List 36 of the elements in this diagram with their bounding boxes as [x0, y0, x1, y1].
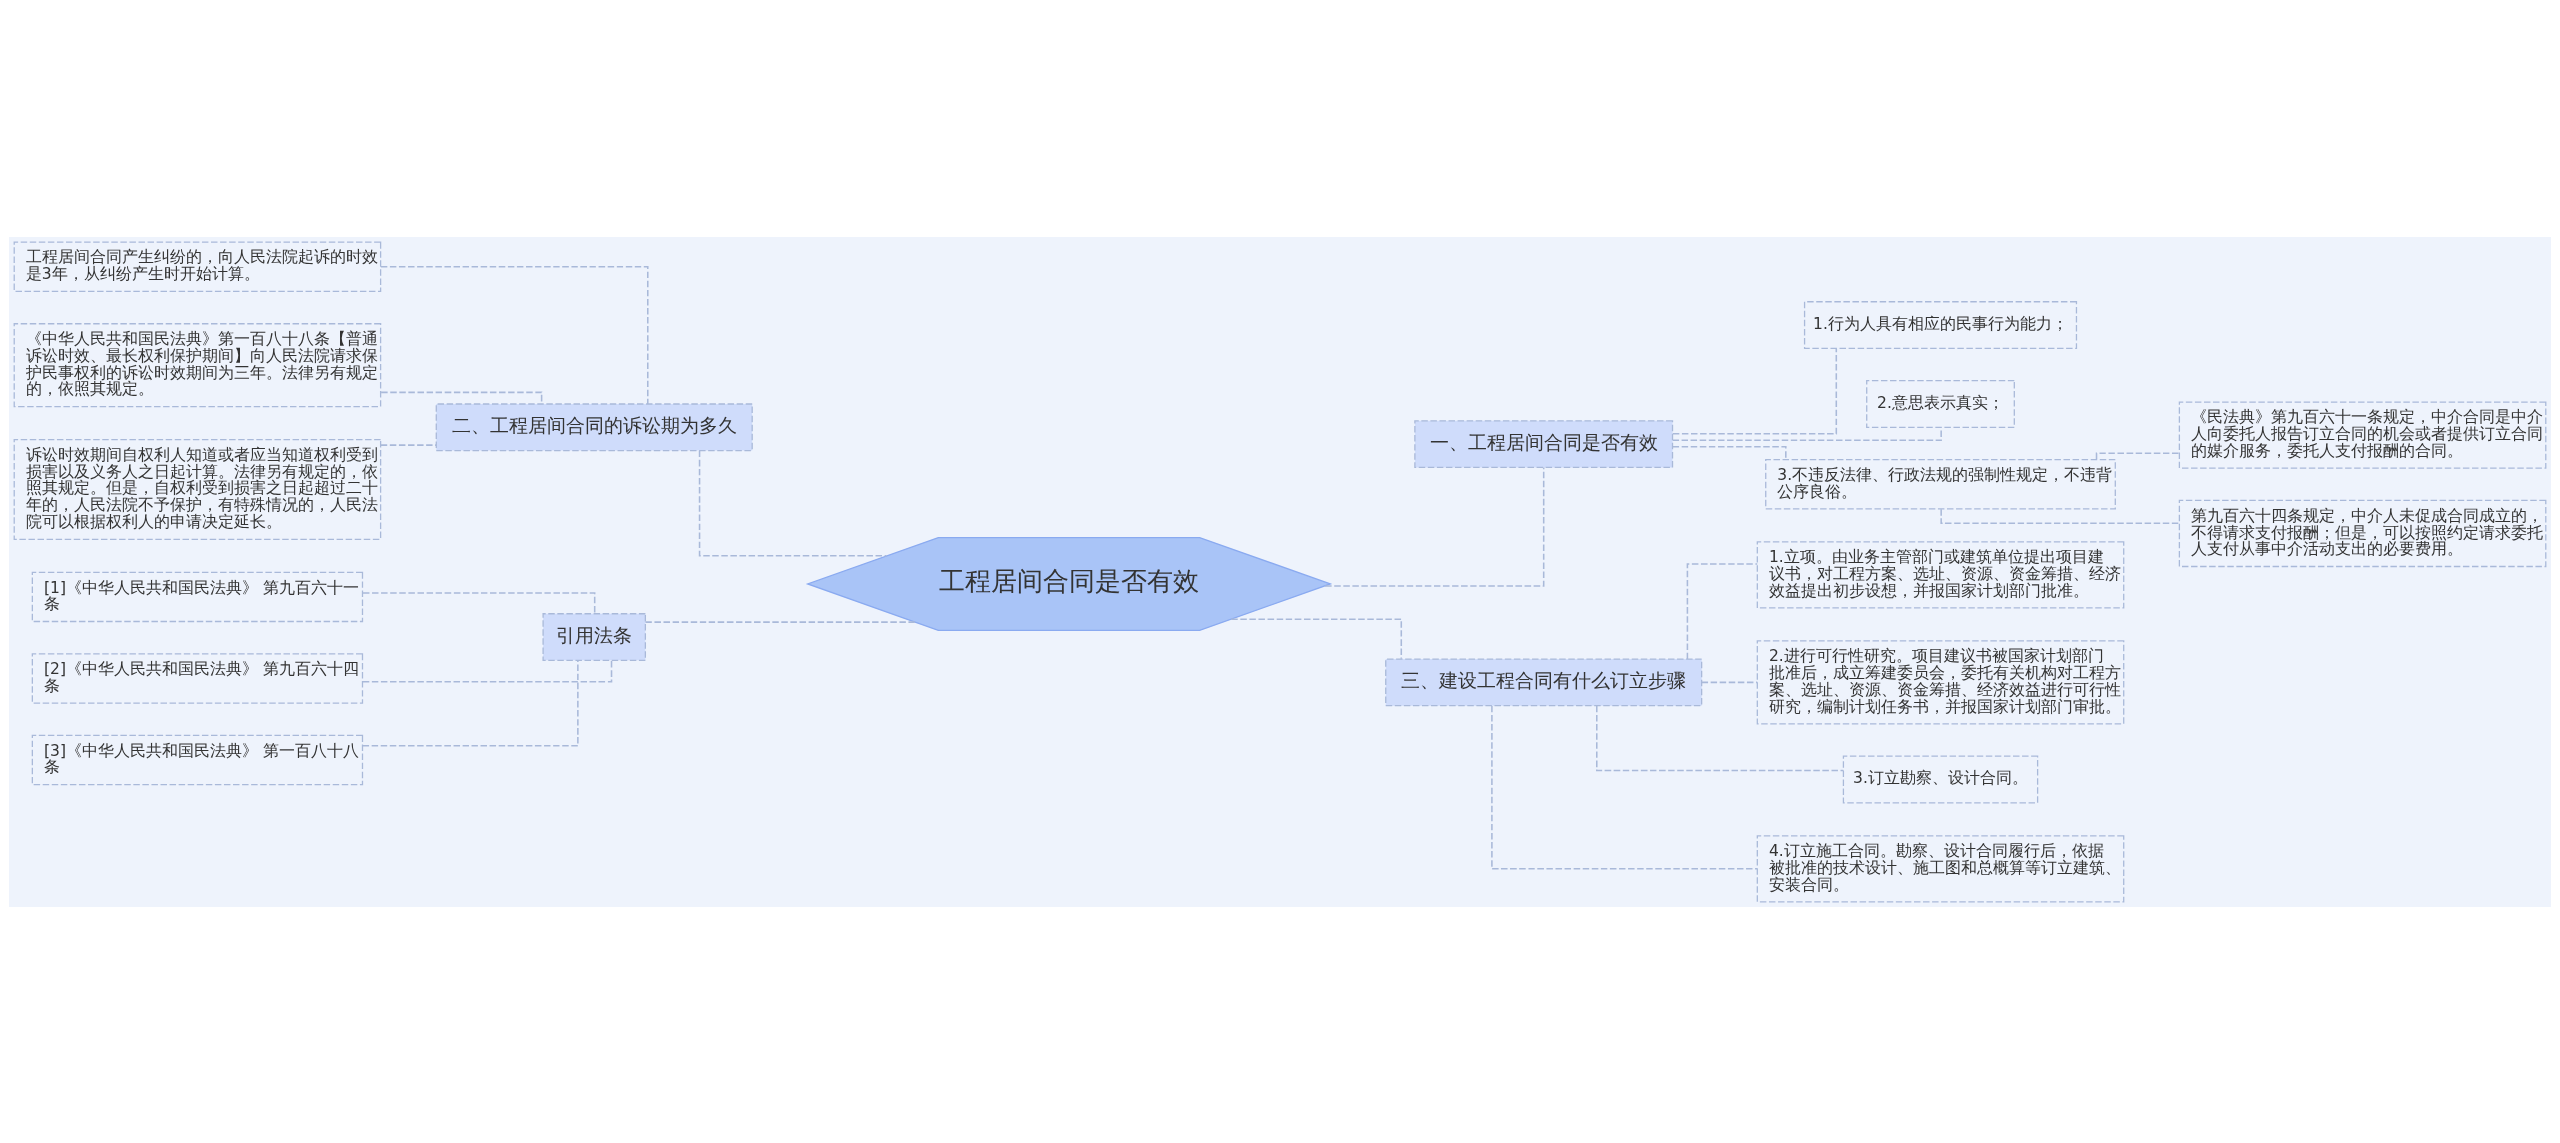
- node-box: 诉讼时效期间自权利人知道或者应当知道权利受到损害以及义务人之日起计算。法律另有规定的，依照其规定。但是，自权利受到损害之日起超过二十年的，人民法院不予保护，有特殊情况的，人民法院可以根据权利人的申请决定延长。: [13, 438, 382, 540]
- node-box: 一、工程居间合同是否有效: [1414, 419, 1674, 468]
- connector: [380, 265, 649, 405]
- connector: [361, 659, 579, 747]
- connector: [1324, 466, 1545, 587]
- connector: [644, 620, 916, 623]
- node-box: 2.进行可行性研究。项目建议书被国家计划部门批准后，成立筹建委员会，委托有关机构对工程方案、选址、资源、资金筹措、经济效益进行可行性研究，编制计划任务书，并报国家计划部门审批。: [1756, 639, 2125, 724]
- node-box: 《中华人民共和国民法典》第一百八十八条【普通诉讼时效、最长权利保护期间】向人民法院请求保护民事权利的诉讼时效期间为三年。法律另有规定的，依照其规定。: [13, 322, 382, 407]
- connector: [1672, 347, 1838, 435]
- node-box: 三、建设工程合同有什么订立步骤: [1385, 657, 1703, 706]
- node-box: [1]《中华人民共和国民法典》 第九百六十一条: [31, 571, 364, 622]
- node-box: 1.行为人具有相应的民事行为能力；: [1803, 300, 2078, 349]
- node-box: 4.订立施工合同。勘察、设计合同履行后，依据被批准的技术设计、施工图和总概算等订立建筑、安装合同。: [1756, 834, 2125, 902]
- connector: [362, 591, 596, 614]
- connector: [1686, 562, 1758, 660]
- node-box: 第九百六十四条规定，中介人未促成合同成立的，不得请求支付报酬；但是，可以按照约定请求委托人支付从事中介活动支出的必要费用。: [2178, 499, 2547, 567]
- node-box: 1.立项。由业务主管部门或建筑单位提出项目建议书，对工程方案、选址、资源、资金筹措、经济效益提出初步设想，并报国家计划部门批准。: [1756, 540, 2125, 609]
- connector: [379, 443, 437, 446]
- node-box: 2.意思表示真实；: [1866, 379, 2015, 428]
- connector: [1491, 704, 1758, 870]
- node-box: 3.订立勘察、设计合同。: [1842, 755, 2039, 803]
- node-box: [2]《中华人民共和国民法典》 第九百六十四条: [31, 652, 364, 704]
- node-box: 引用法条: [542, 612, 647, 661]
- connector: [698, 449, 888, 557]
- connector: [1596, 704, 1845, 771]
- connector: [1700, 681, 1758, 683]
- node-box: 工程居间合同产生纠纷的，向人民法院起诉的时效是3年，从纠纷产生时开始计算。: [13, 241, 382, 292]
- node-box: [3]《中华人民共和国民法典》 第一百八十八条: [31, 734, 364, 785]
- connector: [1230, 617, 1403, 660]
- connector: [1940, 507, 2180, 524]
- node-box: 《民法典》第九百六十一条规定，中介合同是中介人向委托人报告订立合同的机会或者提供订立合同的媒介服务，委托人支付报酬的合同。: [2178, 400, 2547, 469]
- node-box: 3.不违反法律、行政法规的强制性规定，不违背公序良俗。: [1765, 458, 2116, 510]
- connector: [1671, 445, 1787, 460]
- connector: [362, 659, 613, 682]
- connector: [2095, 451, 2180, 460]
- node-box: 二、工程居间合同的诉讼期为多久: [435, 402, 753, 451]
